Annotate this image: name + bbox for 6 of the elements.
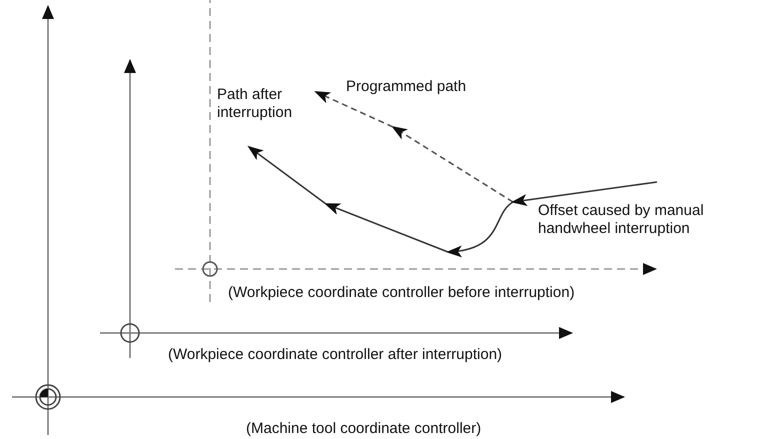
axis-caption: (Workpiece coordinate controller before interruption) [228, 284, 575, 302]
path-label: Programmed path [346, 78, 466, 96]
offset-note: Offset caused by manual handwheel interruption [538, 202, 705, 238]
path-label: Path after interruption [217, 86, 294, 122]
axis-caption: (Machine tool coordinate controller) [246, 420, 482, 438]
axis-caption: (Workpiece coordinate controller after interruption) [168, 346, 502, 364]
